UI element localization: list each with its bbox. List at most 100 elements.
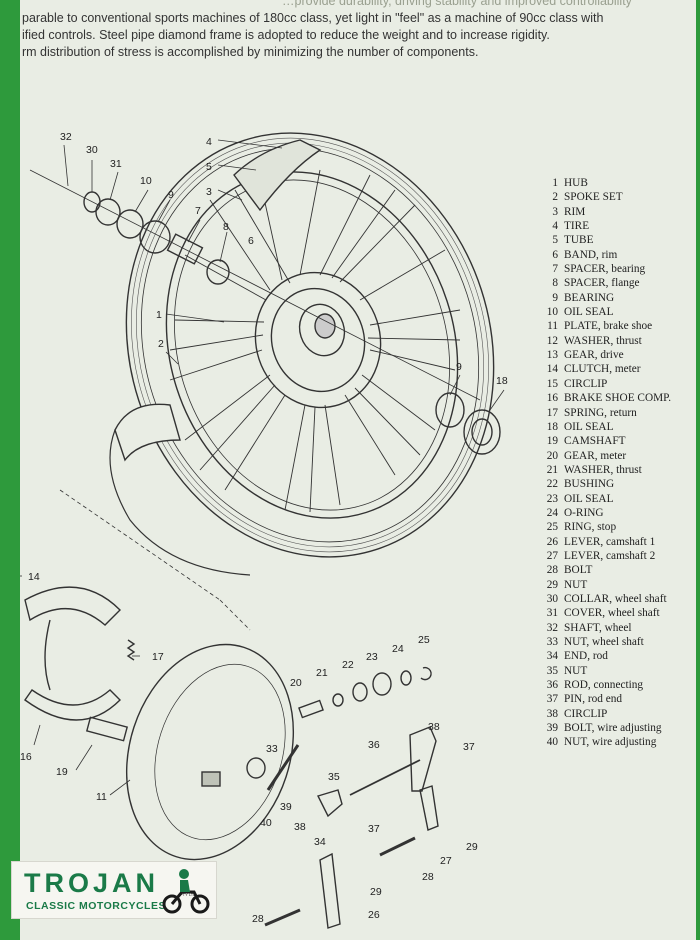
callout-21: 21: [316, 667, 328, 679]
part-name: PIN, rod end: [564, 693, 623, 706]
part-name: GEAR, drive: [564, 349, 624, 362]
callout-2: 2: [158, 338, 164, 350]
callout-17: 17: [152, 651, 164, 663]
oil-seal-right: [463, 409, 501, 455]
part-number: 12: [546, 334, 558, 347]
part-name: BEARING: [564, 291, 615, 304]
callout-14: 14: [28, 571, 40, 583]
exploded-wheel-diagram: 32 30 31 10 9 7 8 6 4 5 3 1 2 9 18 14 17…: [20, 131, 508, 929]
parts-list-item: 3 RIM: [534, 205, 671, 219]
callout-11: 11: [96, 791, 107, 803]
part-number: 4: [552, 220, 558, 233]
trojan-logo: TROJAN CLASSIC MOTORCYCLES PTY LTD: [12, 862, 216, 918]
part-name: GEAR, meter: [564, 449, 627, 462]
part-number: 26: [546, 535, 558, 548]
part-number: 1: [552, 177, 558, 189]
callout-38: 38: [428, 721, 440, 733]
part-number: 21: [546, 463, 558, 476]
lever-camshaft-2: [419, 785, 439, 831]
part-number: 37: [546, 693, 558, 706]
part-name: NUT, wire adjusting: [564, 736, 657, 749]
part-number: 2: [552, 191, 558, 204]
part-number: 10: [546, 306, 558, 319]
part-number: 27: [546, 549, 558, 562]
part-name: OIL SEAL: [564, 492, 614, 505]
part-number: 13: [546, 349, 558, 362]
parts-list-item: 16 BRAKE SHOE COMP.: [534, 391, 671, 405]
rim-outline: [165, 171, 459, 519]
cover-part: [95, 198, 121, 226]
callout-26: 26: [368, 909, 380, 921]
parts-list-item: 1 HUB: [534, 176, 671, 190]
part-name: TUBE: [564, 234, 594, 247]
part-number: 19: [546, 435, 558, 448]
callout-29: 29: [466, 841, 478, 853]
part-name: BOLT, wire adjusting: [564, 722, 662, 735]
callout-29b: 29: [370, 886, 382, 898]
part-number: 28: [546, 564, 558, 577]
part-name: NUT: [564, 578, 588, 591]
intro-paragraph: …provide durability, driving stability a…: [22, 0, 682, 61]
part-name: CIRCLIP: [564, 377, 608, 390]
part-name: SPACER, flange: [564, 277, 640, 290]
callout-labels: 32 30 31 10 9 7 8 6 4 5 3 1 2 9 18 14 17…: [20, 131, 508, 925]
callout-3: 3: [206, 186, 212, 198]
part-number: 15: [546, 377, 558, 390]
callout-36: 36: [368, 739, 380, 751]
part-number: 36: [546, 679, 558, 692]
part-name: RIM: [564, 205, 586, 218]
camshaft: [85, 716, 129, 742]
bearing-right: [435, 392, 465, 428]
part-number: 17: [546, 406, 558, 419]
callout-23: 23: [366, 651, 378, 663]
callout-28b: 28: [252, 913, 264, 925]
callout-19: 19: [56, 766, 68, 778]
part-name: OIL SEAL: [564, 420, 614, 433]
callout-18: 18: [496, 375, 508, 387]
callout-37b: 37: [368, 823, 380, 835]
part-number: 18: [546, 420, 558, 433]
part-name: COLLAR, wheel shaft: [564, 592, 667, 605]
part-name: BAND, rim: [564, 248, 618, 261]
intro-line-3: ified controls. Steel pipe diamond frame…: [22, 28, 550, 42]
part-number: 38: [546, 707, 558, 720]
callout-9: 9: [168, 189, 174, 201]
tire-outline: [125, 132, 495, 558]
callout-16: 16: [20, 751, 32, 763]
logo-tag: PTY LTD: [180, 892, 196, 897]
callout-39: 39: [280, 801, 292, 813]
part-number: 3: [552, 205, 558, 218]
part-name: HUB: [564, 177, 588, 189]
parts-list-item: 18 OIL SEAL: [534, 420, 671, 434]
part-number: 32: [546, 621, 558, 634]
callout-35: 35: [328, 771, 340, 783]
callout-25: 25: [418, 634, 430, 646]
part-number: 11: [547, 320, 558, 333]
part-name: BRAKE SHOE COMP.: [564, 392, 672, 405]
part-name: CAMSHAFT: [564, 435, 626, 448]
part-name: NUT: [564, 664, 588, 677]
lever-upper: [409, 726, 437, 792]
part-number: 34: [546, 650, 558, 663]
part-number: 16: [546, 392, 558, 405]
part-number: 22: [546, 478, 558, 491]
